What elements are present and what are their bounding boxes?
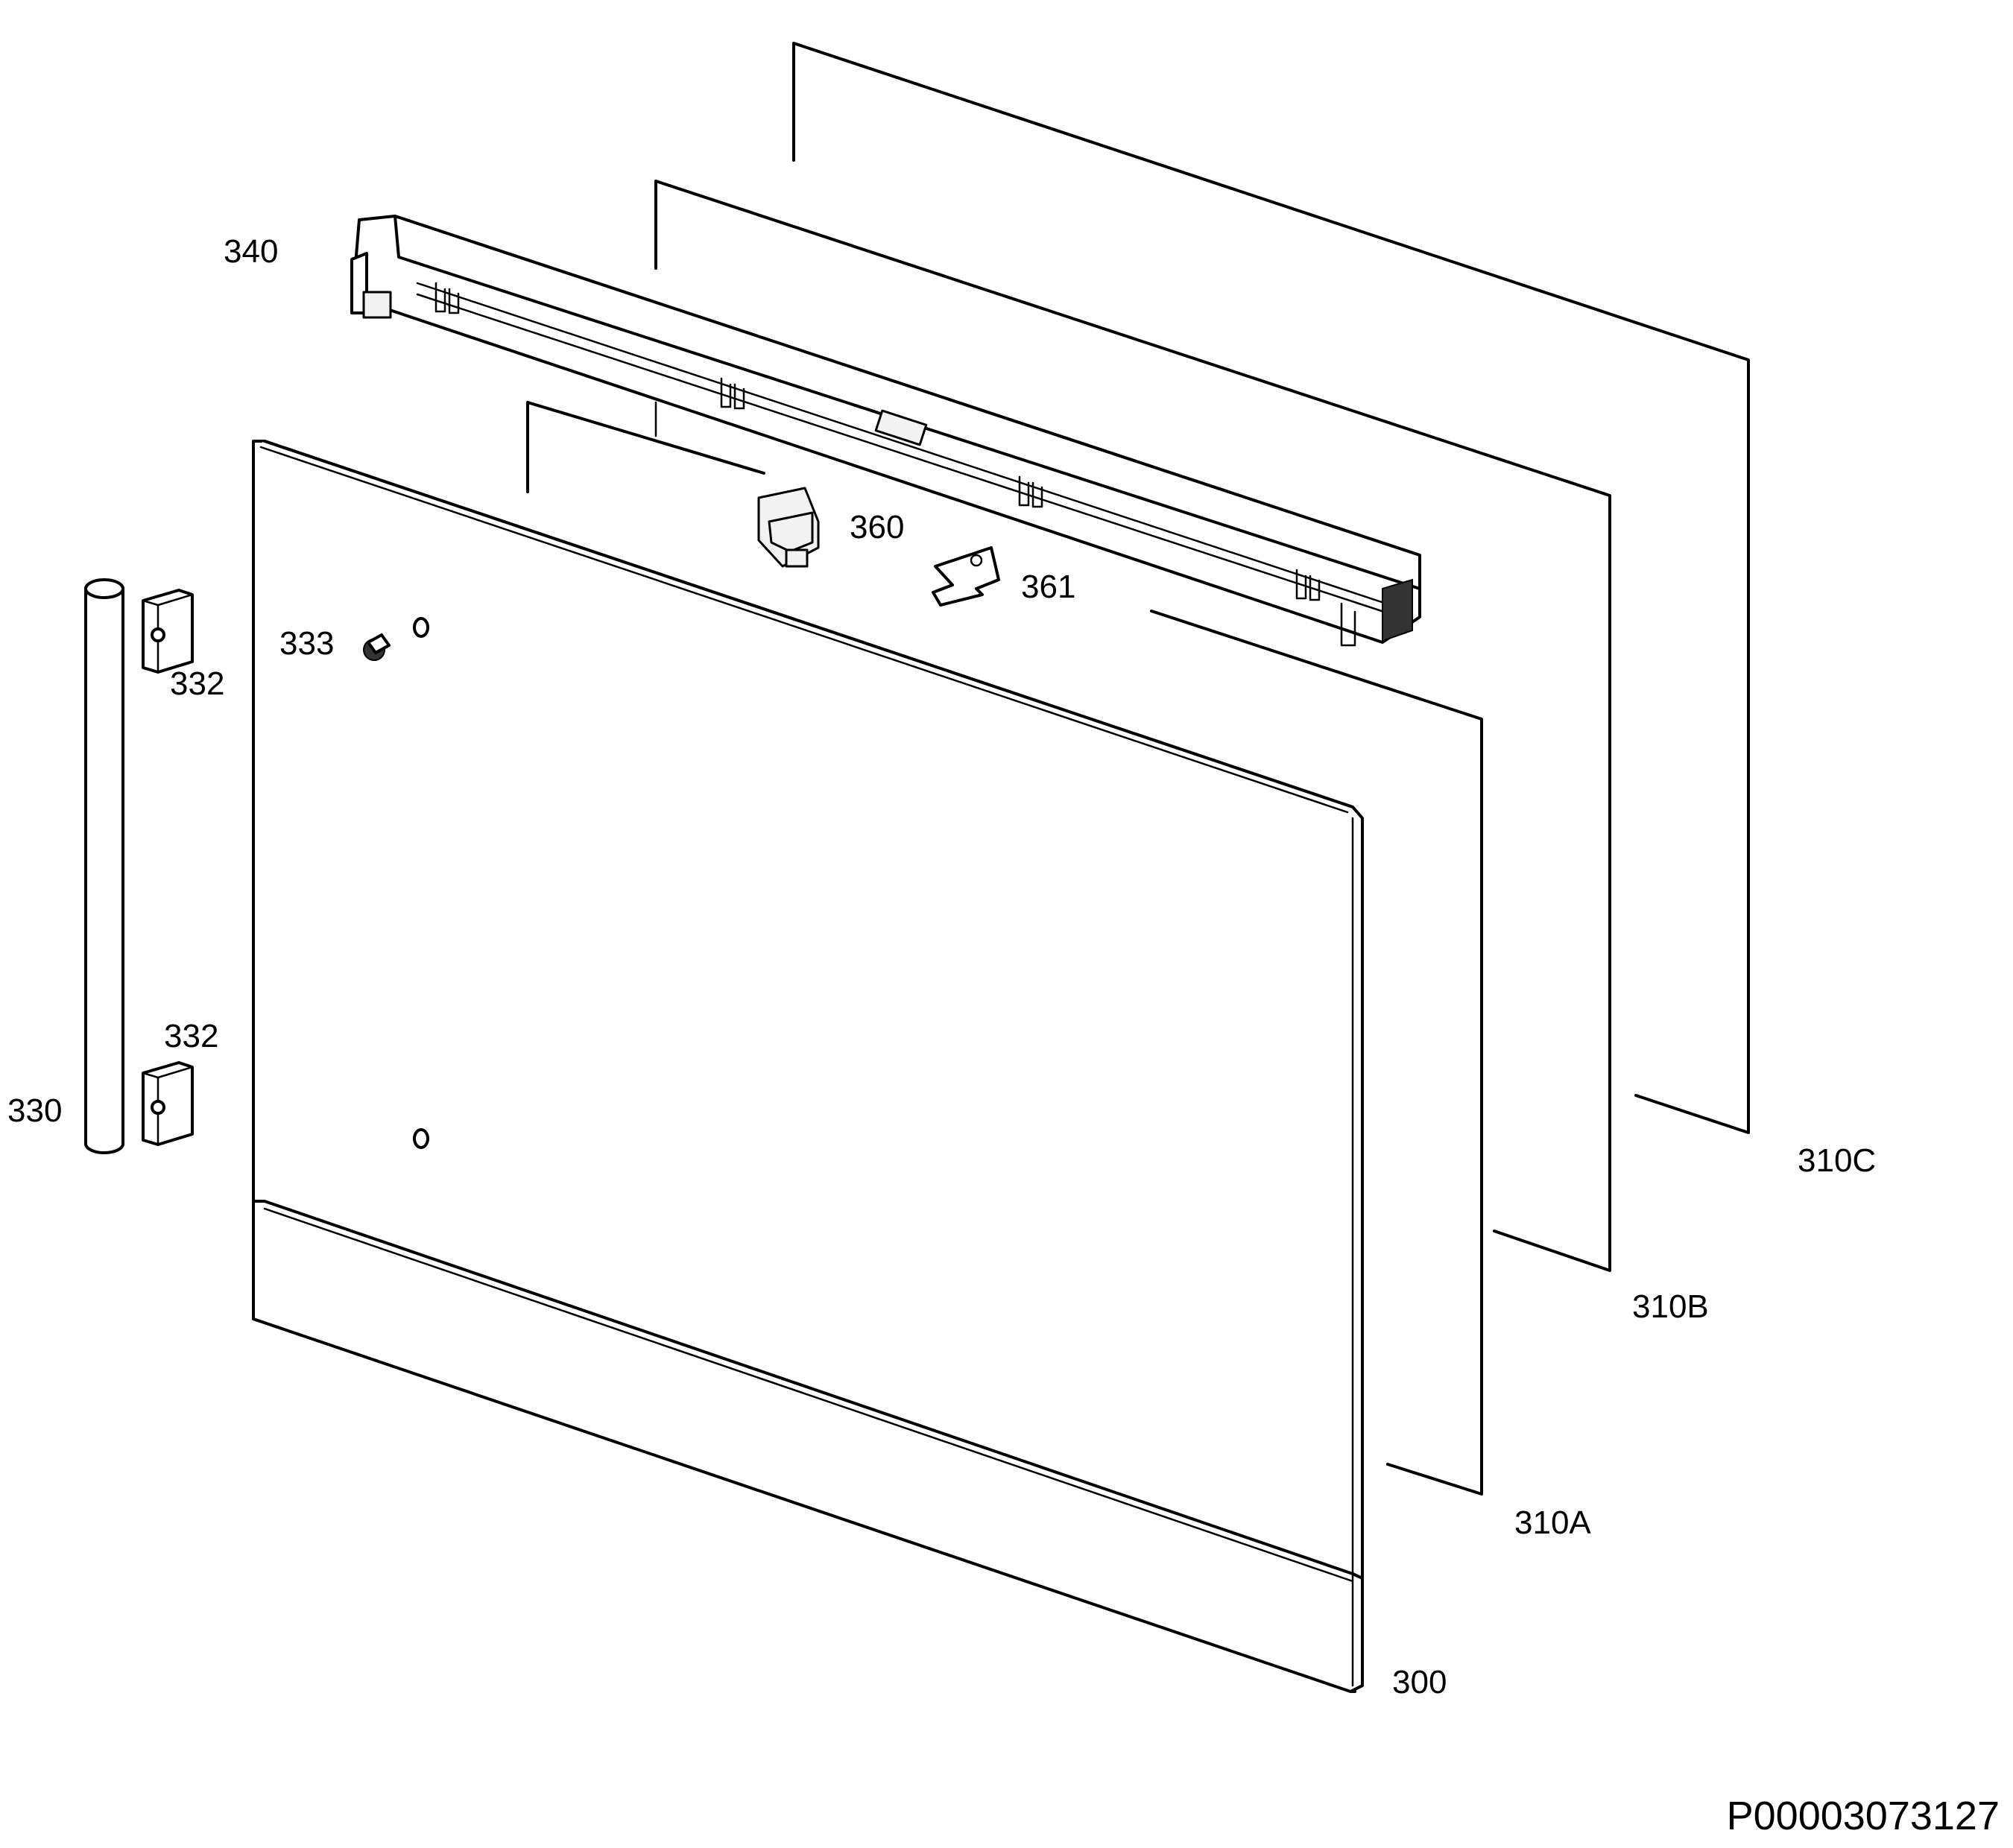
hinge-clip-360: [757, 487, 820, 568]
callout-340: 340: [224, 233, 278, 270]
callout-332-lower: 332: [164, 1018, 218, 1054]
drawing-id: P00003073127: [1726, 1794, 2000, 1838]
callout-310a: 310A: [1514, 1504, 1591, 1541]
callout-332-upper: 332: [170, 665, 224, 702]
handle-support-upper-332: [142, 589, 194, 674]
callout-330: 330: [7, 1092, 62, 1129]
screw-333: [363, 633, 391, 661]
handle-support-lower-332: [142, 1061, 194, 1146]
callout-360: 360: [850, 509, 904, 545]
callout-333: 333: [279, 625, 334, 662]
callout-361: 361: [1021, 569, 1075, 605]
handle-bar-330: [84, 578, 124, 1154]
door-front-300: [252, 440, 1364, 1693]
callout-310c: 310C: [1798, 1142, 1876, 1179]
callout-310b: 310B: [1632, 1288, 1709, 1325]
bracket-361: [932, 546, 1000, 607]
top-trim-340: [350, 215, 1421, 647]
callout-300: 300: [1392, 1664, 1447, 1700]
